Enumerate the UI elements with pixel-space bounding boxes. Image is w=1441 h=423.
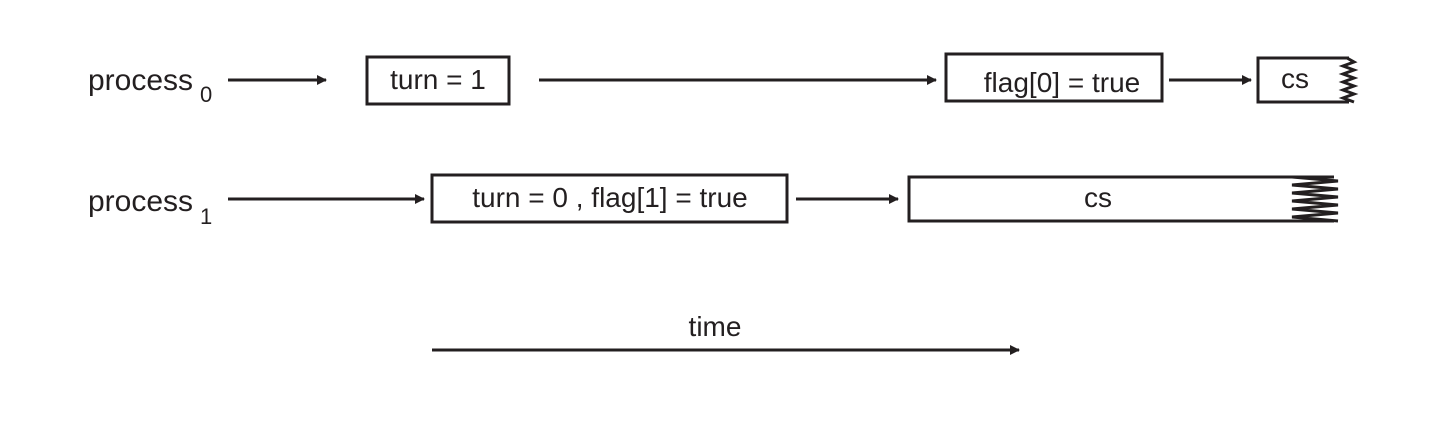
process-0-cs-continuation-zigzag	[1338, 56, 1359, 104]
process-1-turn-flag-label: turn = 0 , flag[1] = true	[472, 182, 748, 213]
process-0-cs-label: cs	[1281, 63, 1309, 94]
process-1-row: process 1 turn = 0 , flag[1] = true cs	[88, 173, 1339, 229]
process-0-flag-label: flag[0] = true	[984, 67, 1140, 98]
process-0-label: process	[88, 64, 193, 97]
process-1-cs-box	[907, 175, 1334, 223]
process-0-subscript: 0	[200, 82, 212, 107]
process-0-row: process 0 turn = 1 flag[0] = true cs	[88, 52, 1359, 107]
process-1-cs-continuation-zigzag	[1291, 175, 1339, 223]
process-0-cs-box	[1256, 56, 1349, 104]
process-0-turn-label: turn = 1	[390, 64, 486, 95]
process-1-turn-flag-box	[430, 173, 789, 224]
process-0-flag-box	[944, 52, 1164, 103]
process-1-cs-label: cs	[1084, 182, 1112, 213]
time-axis: time	[432, 311, 1020, 355]
process-1-subscript: 1	[200, 204, 212, 229]
process-1-label: process	[88, 185, 193, 218]
process-0-turn-box	[365, 55, 511, 106]
time-axis-label: time	[689, 311, 742, 342]
